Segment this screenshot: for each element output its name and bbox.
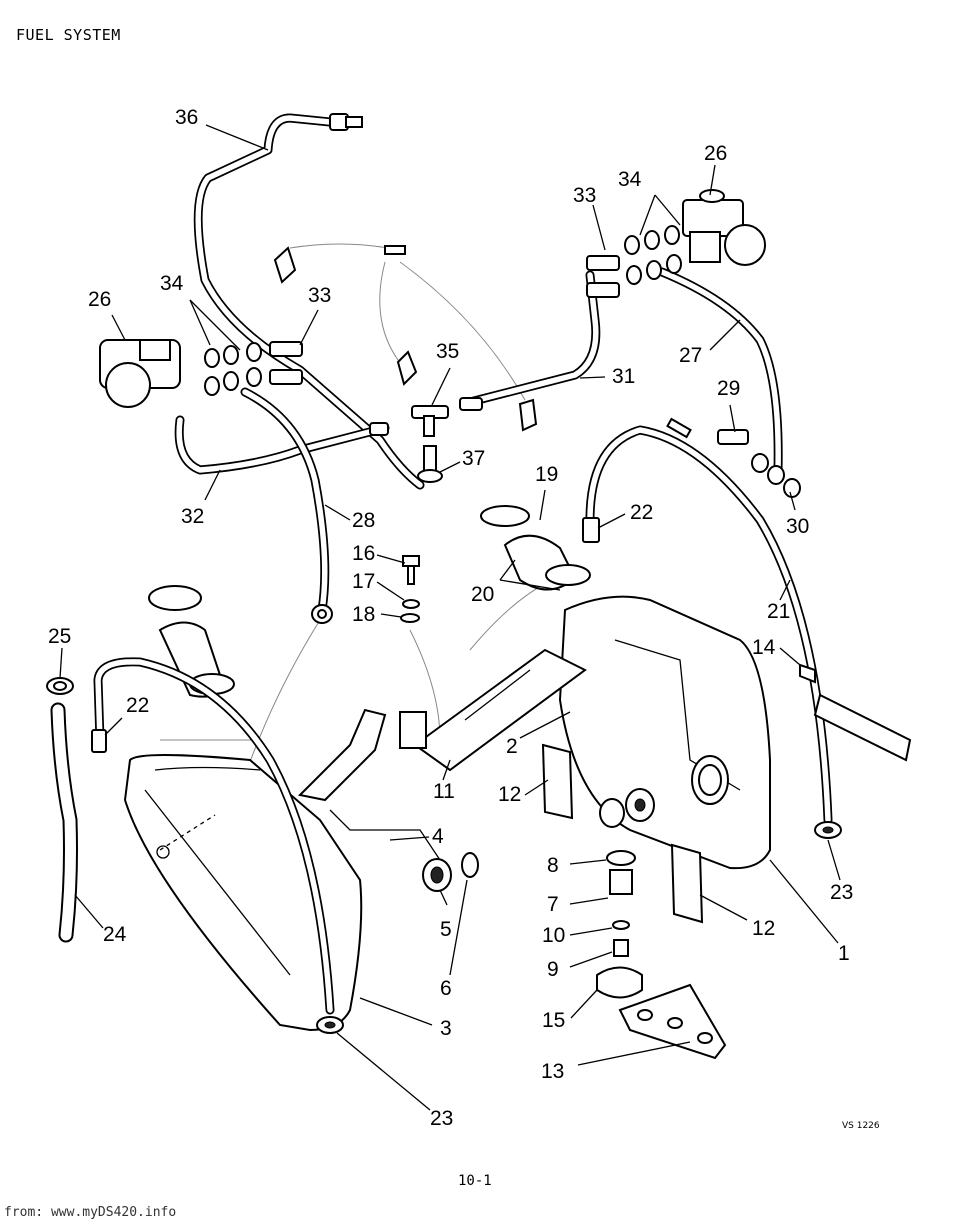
page-title: FUEL SYSTEM: [16, 26, 121, 44]
callout-22-left: 22: [126, 694, 149, 717]
washers-34: [204, 225, 682, 396]
callout-15: 15: [542, 1009, 565, 1032]
callout-12-upper: 12: [498, 783, 521, 806]
callout-1: 1: [838, 942, 850, 965]
fuel-pump-26-right: [682, 189, 766, 266]
callout-22-right: 22: [630, 501, 653, 524]
callout-10: 10: [542, 924, 565, 947]
callout-20: 20: [471, 583, 494, 606]
callout-labels: 36 26 33 34 26 34 33 35 31 27 29 30 22 1…: [48, 106, 853, 1130]
callout-19: 19: [535, 463, 558, 486]
callout-33-right: 33: [573, 184, 596, 207]
callout-9: 9: [547, 958, 559, 981]
banjo-29-and-washer-30: [666, 417, 801, 498]
hose-24: [50, 702, 78, 943]
callout-25: 25: [48, 625, 71, 648]
pipe-32: [174, 415, 390, 475]
callout-7: 7: [547, 893, 559, 916]
callout-23-left: 23: [430, 1107, 453, 1130]
strip-14: [799, 663, 912, 762]
pipe-36: [193, 113, 425, 490]
callout-27: 27: [679, 344, 702, 367]
callout-32: 32: [181, 505, 204, 528]
callout-21: 21: [767, 600, 790, 623]
callout-6: 6: [440, 977, 452, 1000]
callout-5: 5: [440, 918, 452, 941]
source-footer: from: www.myDS420.info: [4, 1205, 177, 1220]
callout-34-left: 34: [160, 272, 184, 295]
callout-26-right: 26: [704, 142, 727, 165]
gasket-12-upper: [541, 743, 574, 820]
bolt-16: [400, 555, 420, 623]
tee-union-35: [369, 397, 483, 437]
callout-29: 29: [717, 377, 740, 400]
drain-assembly: [596, 850, 727, 1060]
callout-33-left: 33: [308, 284, 331, 307]
callout-34-right: 34: [618, 168, 642, 191]
sender-unit-left: [422, 852, 479, 892]
callout-14: 14: [752, 636, 776, 659]
callout-28: 28: [352, 509, 375, 532]
pipe-22-left: [91, 657, 335, 1015]
support-bracket: [297, 708, 441, 861]
banjo-bolts-33: [269, 255, 620, 385]
hose-28: [240, 387, 333, 624]
callout-8: 8: [547, 854, 559, 877]
callout-36: 36: [175, 106, 198, 129]
callout-4: 4: [432, 825, 444, 848]
filler-neck-19: [480, 505, 591, 591]
callout-2: 2: [506, 735, 518, 758]
adapter-37: [417, 445, 443, 483]
callout-12-lower: 12: [752, 917, 775, 940]
callout-24: 24: [103, 923, 127, 946]
callout-26-left: 26: [88, 288, 111, 311]
leader-lines: [59, 124, 841, 1111]
callout-13: 13: [541, 1060, 564, 1083]
hose-27: [657, 267, 783, 475]
sender-unit-right: [599, 788, 655, 828]
clips-and-screw: [273, 245, 538, 432]
grommet-23-right: [814, 821, 842, 839]
fuel-tank-right: [558, 595, 771, 870]
callout-37: 37: [462, 447, 485, 470]
gasket-12-lower: [670, 843, 704, 924]
bracket-11: [399, 648, 587, 772]
drawing-reference: VS 1226: [842, 1121, 880, 1131]
callout-16: 16: [352, 542, 375, 565]
callout-30: 30: [786, 515, 809, 538]
callout-17: 17: [352, 570, 375, 593]
callout-31: 31: [612, 365, 635, 388]
fuel-pump-26-left: [99, 339, 181, 408]
union-22-right: [582, 517, 600, 543]
hose-clip-25: [46, 677, 74, 695]
callout-3: 3: [440, 1017, 452, 1040]
callout-18: 18: [352, 603, 375, 626]
page-number: 10-1: [458, 1173, 492, 1189]
callout-35: 35: [436, 340, 459, 363]
grommet-23-left: [316, 1016, 344, 1034]
pipe-31: [465, 270, 601, 407]
callout-11: 11: [433, 780, 455, 803]
callout-23-right: 23: [830, 881, 853, 904]
